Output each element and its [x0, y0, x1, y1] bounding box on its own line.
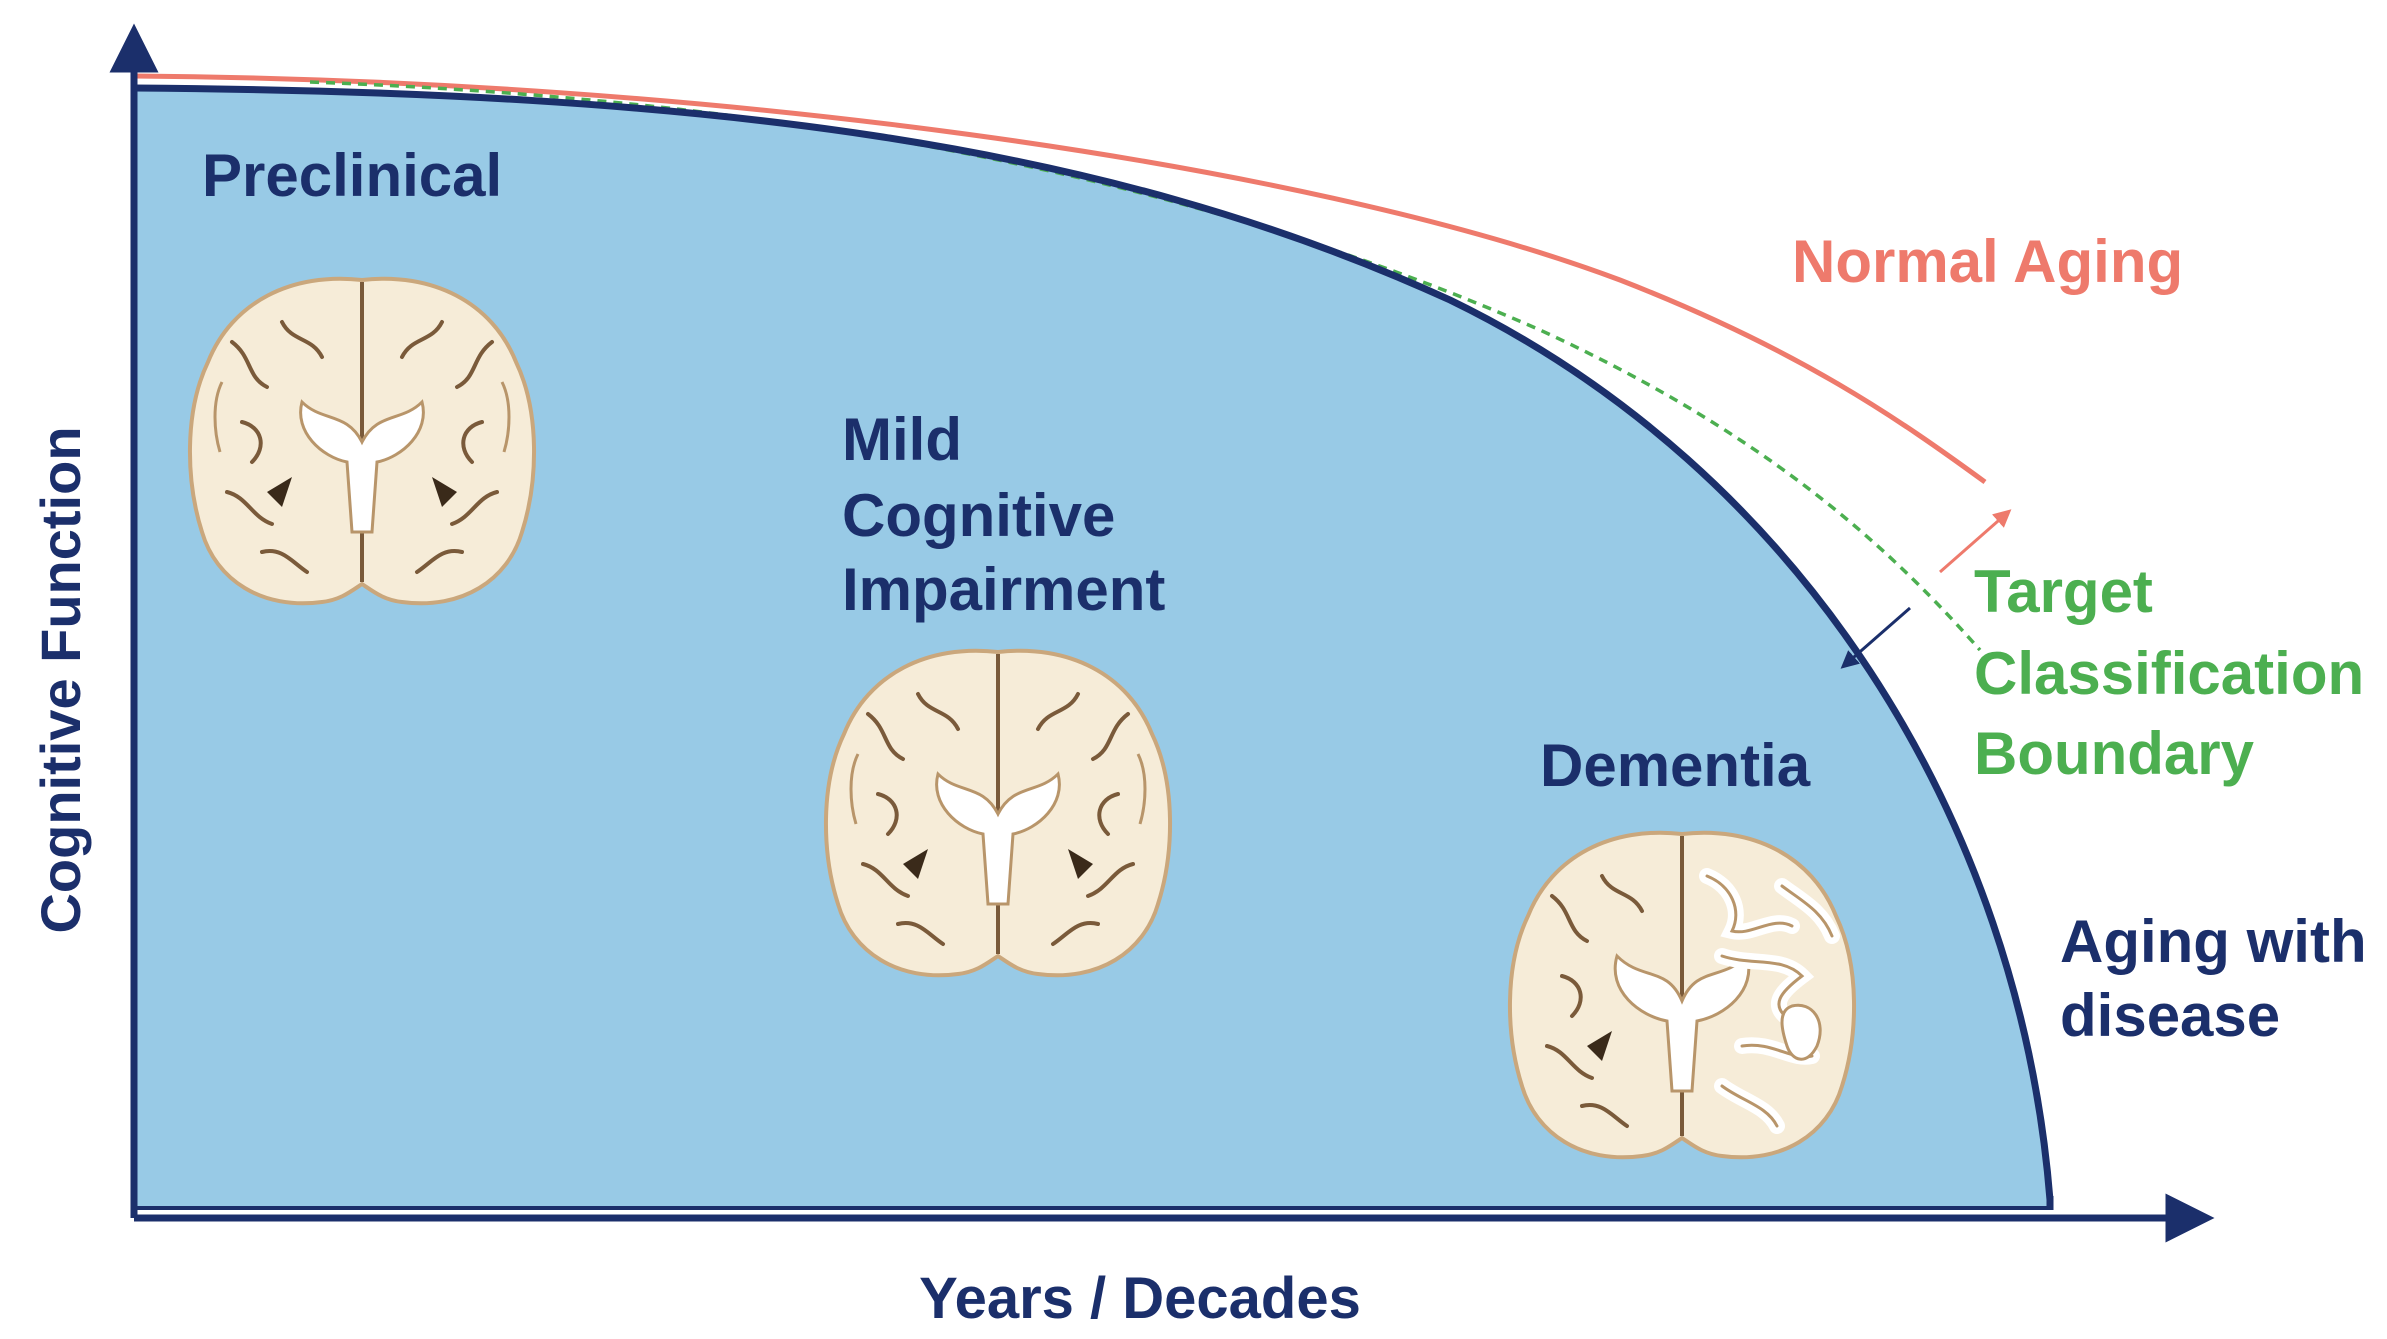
- brain-coronal-healthy-icon: [826, 651, 1170, 976]
- dementia-label: Dementia: [1540, 732, 1811, 799]
- target-label-line3: Boundary: [1974, 720, 2255, 787]
- target-label-line1: Target: [1974, 558, 2153, 625]
- boundary-arrow-down: [1846, 608, 1910, 664]
- mci-label-line1: Mild: [842, 406, 962, 473]
- disease-label-line2: disease: [2060, 982, 2280, 1049]
- brain-coronal-atrophied-icon: [1510, 833, 1854, 1158]
- y-axis-label: Cognitive Function: [29, 426, 92, 933]
- x-axis-label: Years / Decades: [919, 1266, 1361, 1331]
- mci-label-line3: Impairment: [842, 556, 1165, 623]
- brain-coronal-healthy-icon: [190, 279, 534, 604]
- normal-aging-label: Normal Aging: [1792, 228, 2183, 295]
- mci-label-line2: Cognitive: [842, 482, 1115, 549]
- preclinical-label: Preclinical: [202, 142, 502, 209]
- disease-label-line1: Aging with: [2060, 908, 2367, 975]
- target-label-line2: Classification: [1974, 640, 2364, 707]
